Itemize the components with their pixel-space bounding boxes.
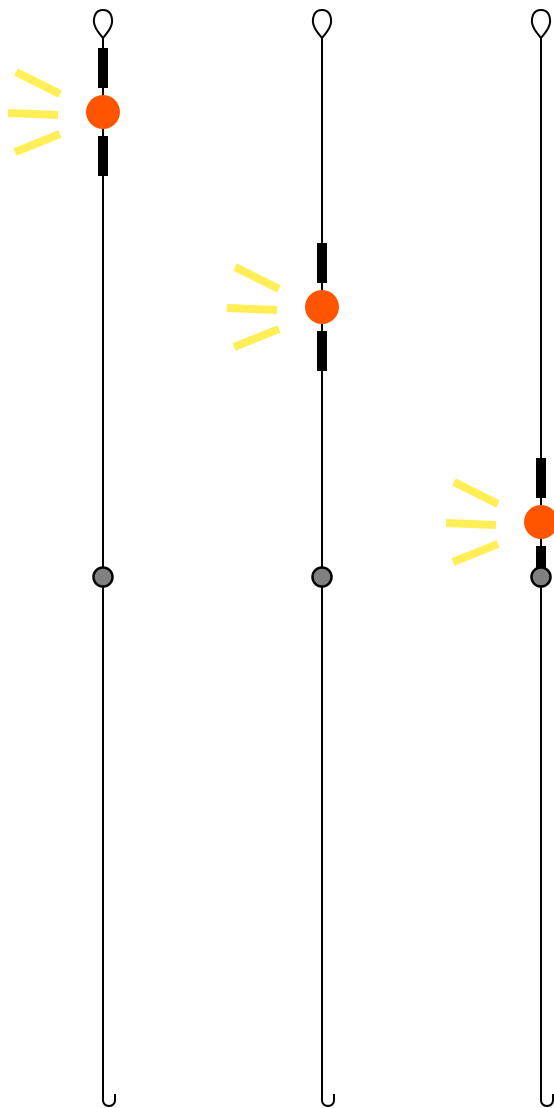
hook-icon [541, 1078, 553, 1106]
glow-bead [305, 290, 339, 324]
glow-ray-lower [15, 134, 60, 152]
glow-ray-upper [235, 267, 279, 289]
glow-ray-middle [227, 308, 277, 310]
loop-icon [313, 10, 331, 38]
swivel [313, 568, 332, 587]
glow-bead [86, 95, 120, 129]
bead-stopper-upper [536, 458, 546, 498]
glow-ray-upper [454, 482, 498, 504]
glow-bead [524, 505, 554, 539]
hook-icon [103, 1078, 115, 1106]
glow-ray-lower [453, 544, 498, 562]
rig-2 [227, 10, 339, 1106]
rig-1 [8, 10, 120, 1106]
bead-stopper-lower [317, 331, 327, 371]
hook-icon [322, 1078, 334, 1106]
swivel [532, 568, 551, 587]
glow-ray-lower [234, 329, 279, 347]
bead-stopper-upper [98, 48, 108, 88]
rig-3 [446, 10, 554, 1106]
swivel [94, 568, 113, 587]
glow-ray-middle [8, 113, 58, 115]
loop-icon [532, 10, 550, 38]
glow-rays [446, 482, 498, 562]
loop-icon [94, 10, 112, 38]
bead-stopper-lower [98, 136, 108, 176]
glow-rays [227, 267, 279, 347]
glow-rays [8, 72, 60, 152]
glow-ray-middle [446, 523, 496, 525]
bead-stopper-upper [317, 243, 327, 283]
glow-ray-upper [16, 72, 60, 94]
